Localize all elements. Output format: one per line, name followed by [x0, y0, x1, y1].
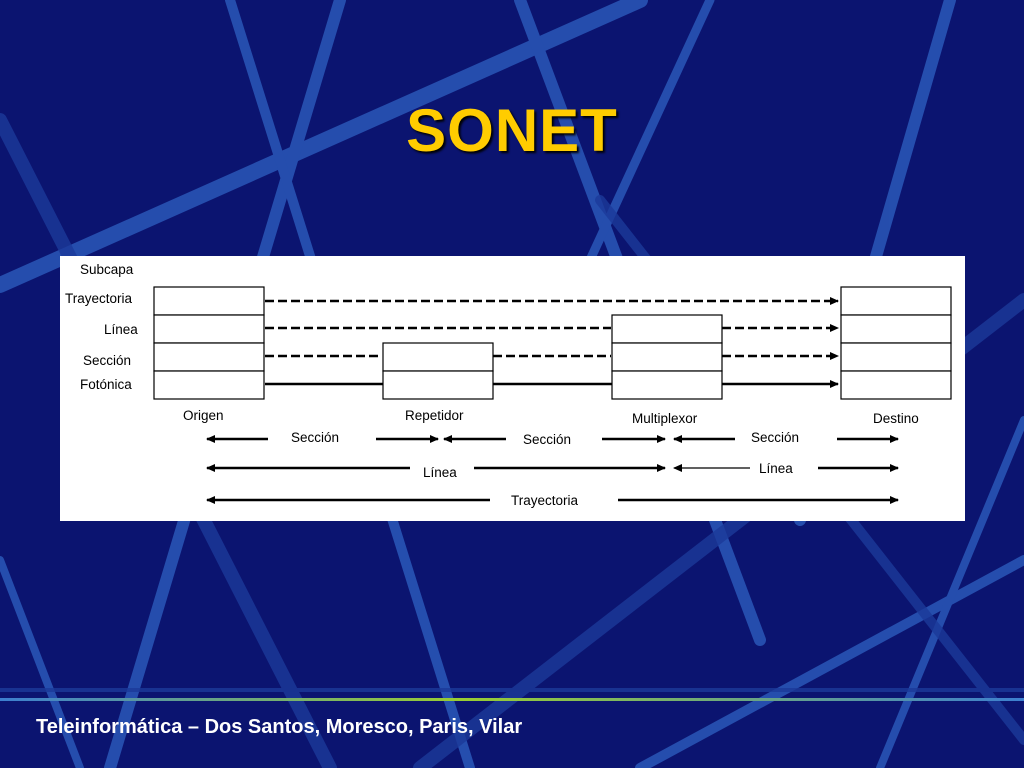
section-span-2-label: Sección: [523, 432, 571, 447]
line-span-1-label: Línea: [423, 465, 457, 480]
destination-layer-stack: [840, 286, 952, 400]
slide-footer: Teleinformática – Dos Santos, Moresco, P…: [36, 716, 523, 738]
node-label-origin: Origen: [183, 408, 224, 423]
repeater-layer-stack: [382, 342, 494, 400]
layer-label-section: Sección: [83, 353, 131, 368]
line-span-2-label: Línea: [759, 461, 793, 476]
layer-label-line: Línea: [104, 322, 138, 337]
layer-label-photonic: Fotónica: [80, 377, 132, 392]
layer-label-path: Trayectoria: [65, 291, 133, 306]
sonet-diagram-panel: Subcapa Trayectoria Línea Sección Fotóni…: [60, 256, 965, 521]
slide-title: SONET: [406, 97, 618, 164]
origin-layer-stack: [153, 286, 265, 400]
section-span-1-label: Sección: [291, 430, 339, 445]
node-label-destination: Destino: [873, 411, 919, 426]
layer-header-label: Subcapa: [80, 262, 134, 277]
footer-divider: [0, 698, 1024, 701]
path-span-label: Trayectoria: [511, 493, 579, 508]
sonet-diagram: Subcapa Trayectoria Línea Sección Fotóni…: [65, 262, 952, 508]
multiplexer-layer-stack: [611, 314, 723, 400]
node-label-repeater: Repetidor: [405, 408, 464, 423]
section-span-3-label: Sección: [751, 430, 799, 445]
node-label-multiplexer: Multiplexor: [632, 411, 698, 426]
